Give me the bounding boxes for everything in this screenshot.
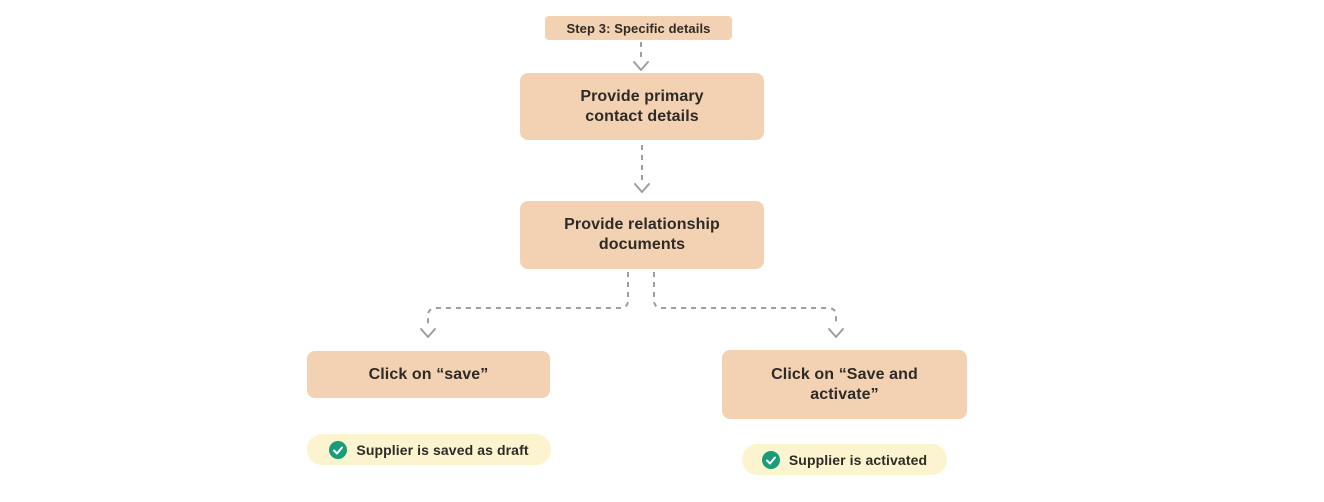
outcome-badge-label: Supplier is activated bbox=[788, 451, 928, 468]
flow-node-relationship-documents: Provide relationship documents bbox=[520, 201, 764, 269]
outcome-badge-draft: Supplier is saved as draft bbox=[307, 434, 551, 465]
check-icon bbox=[761, 450, 780, 469]
outcome-badge-label: Supplier is saved as draft bbox=[356, 441, 529, 458]
outcome-badge-activated: Supplier is activated bbox=[742, 444, 947, 475]
connector-branch-left bbox=[420, 272, 629, 338]
step-chip: Step 3: Specific details bbox=[545, 16, 732, 40]
connector-step-to-primary bbox=[633, 42, 649, 71]
flow-node-click-save: Click on “save” bbox=[307, 351, 550, 398]
connector-primary-to-relationship bbox=[634, 145, 650, 193]
flow-node-click-save-and-activate: Click on “Save and activate” bbox=[722, 350, 967, 419]
connector-branch-right bbox=[653, 272, 844, 338]
flow-node-primary-contact: Provide primary contact details bbox=[520, 73, 764, 140]
check-icon bbox=[329, 440, 348, 459]
